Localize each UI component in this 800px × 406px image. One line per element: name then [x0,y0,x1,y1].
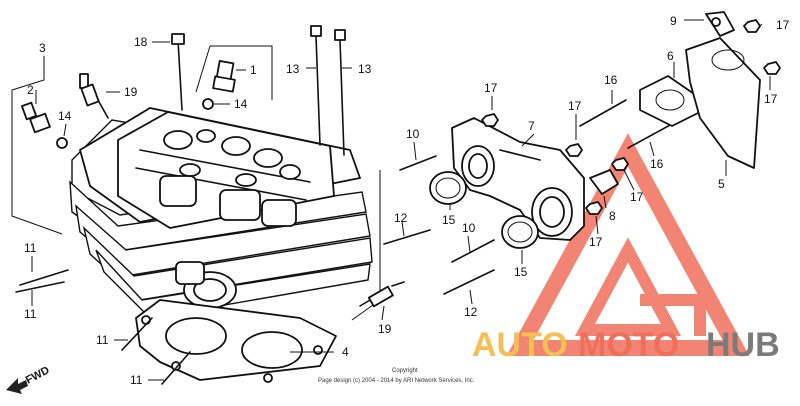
watermark-moto: MOTO [578,326,679,364]
watermark-logo [506,133,750,356]
callout-17-c: 17 [764,92,778,106]
callout-5: 5 [718,177,725,191]
leader-lines [31,19,771,381]
callout-3: 3 [39,41,46,55]
callout-11-d: 11 [130,373,143,387]
callout-16-upper: 16 [604,73,618,87]
spark-plug-upper [79,73,109,119]
callout-14-right: 14 [234,97,248,111]
callout-12-upper: 12 [394,211,408,225]
cable-clamp [589,169,619,195]
callout-4: 4 [342,345,349,359]
callout-16-lower: 16 [650,157,664,171]
callout-7: 7 [528,119,535,133]
intake-manifold [451,117,585,241]
callout-6: 6 [667,49,674,63]
forward-direction-indicator: FWD [6,364,52,394]
callout-17-b: 17 [568,99,582,113]
callout-12-lower: 12 [464,305,478,319]
callout-9: 9 [670,14,677,28]
o-ring-left [56,137,68,149]
callout-11-b: 11 [24,307,37,321]
callout-19-upper: 19 [124,85,138,99]
plug-bolt [21,101,51,134]
callout-10-upper: 10 [406,127,420,141]
watermark-auto: AUTO [472,326,568,364]
callout-19-lower: 19 [378,322,392,336]
callout-17-e: 17 [630,190,644,204]
callout-11-c: 11 [96,333,109,347]
callout-18: 18 [134,35,148,49]
clip [705,11,735,37]
callout-17-a: 17 [484,81,498,95]
studs-right [383,99,673,295]
callout-2: 2 [27,83,34,97]
spark-plug-lower [359,281,405,308]
watermark-hub: HUB [706,326,780,364]
cylinder-head [69,107,373,319]
callout-13-left: 13 [286,62,300,76]
callout-8: 8 [609,209,616,223]
callout-11-a: 11 [24,241,37,255]
callout-10-lower: 10 [462,221,476,235]
head-gasket [135,299,337,383]
callout-15-upper: 15 [442,213,456,227]
intake-gasket-lower [501,215,539,249]
forward-label: FWD [24,364,52,386]
intake-gasket-upper [429,171,467,205]
callout-13-right: 13 [358,62,372,76]
oil-cap [212,60,236,93]
callout-1: 1 [250,63,257,77]
callout-14-left: 14 [58,109,72,123]
watermark-text: AUTO MOTO HUB [472,326,780,364]
air-shroud [685,37,761,169]
copyright-notice: Copyright Page design (c) 2004 - 2014 by… [318,368,475,384]
copyright-line-1: Copyright [392,368,418,374]
callout-17-d: 17 [776,18,790,32]
callout-15-lower: 15 [514,265,528,279]
studs-left [15,25,346,385]
forward-arrow-icon [6,378,28,394]
callout-17-f: 17 [589,235,603,249]
callout-labels: 1 2 3 4 5 6 7 8 9 10 10 11 11 11 11 12 1… [24,14,790,387]
o-ring-top [202,98,214,110]
copyright-line-2: Page design (c) 2004 - 2014 by ARI Netwo… [318,378,475,384]
